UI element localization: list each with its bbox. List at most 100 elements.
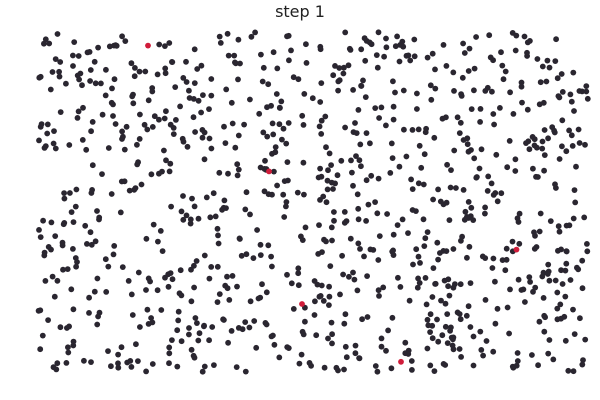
particle-point bbox=[358, 46, 365, 53]
particle-point bbox=[170, 131, 177, 138]
particle-point bbox=[532, 232, 538, 239]
particle-point bbox=[194, 66, 201, 72]
particle-point bbox=[575, 266, 582, 273]
particle-point bbox=[422, 129, 429, 136]
particle-point bbox=[362, 57, 369, 64]
particle-point bbox=[270, 131, 277, 138]
particle-point bbox=[258, 51, 264, 58]
particle-point bbox=[52, 233, 59, 240]
particle-point bbox=[201, 363, 208, 370]
particle-point bbox=[316, 293, 323, 300]
particle-point bbox=[372, 199, 378, 206]
particle-point bbox=[514, 350, 521, 356]
particle-point bbox=[552, 181, 558, 188]
particle-point bbox=[321, 236, 327, 243]
particle-point bbox=[374, 368, 381, 375]
particle-point bbox=[462, 208, 469, 215]
particle-point bbox=[235, 325, 242, 331]
particle-point bbox=[135, 358, 141, 364]
particle-point bbox=[167, 121, 174, 128]
particle-point bbox=[162, 65, 169, 72]
particle-point bbox=[177, 267, 184, 274]
particle-point bbox=[108, 363, 114, 370]
chart-title: step 1 bbox=[275, 2, 325, 21]
particle-point bbox=[260, 129, 267, 136]
particle-point bbox=[400, 43, 407, 50]
particle-point bbox=[327, 263, 334, 269]
particle-point bbox=[300, 122, 307, 128]
particle-point bbox=[256, 110, 263, 117]
particle-point bbox=[42, 278, 49, 284]
particle-point bbox=[378, 335, 385, 342]
particle-point bbox=[125, 278, 132, 284]
particle-point bbox=[456, 130, 463, 137]
particle-point bbox=[357, 141, 364, 148]
particle-point bbox=[450, 284, 457, 291]
particle-point bbox=[571, 187, 578, 194]
particle-point bbox=[172, 84, 179, 90]
particle-point bbox=[350, 269, 356, 276]
particle-point bbox=[482, 210, 488, 217]
particle-point bbox=[183, 212, 190, 219]
particle-point bbox=[427, 362, 434, 369]
particle-point bbox=[537, 79, 544, 86]
particle-point bbox=[119, 33, 125, 40]
particle-point bbox=[478, 146, 485, 153]
particle-point bbox=[285, 32, 292, 39]
particle-point bbox=[45, 317, 51, 323]
particle-point bbox=[48, 219, 55, 226]
particle-point bbox=[137, 324, 143, 330]
particle-point bbox=[454, 114, 461, 121]
particle-point bbox=[519, 99, 525, 106]
particle-point bbox=[420, 216, 427, 223]
particle-point bbox=[77, 70, 84, 77]
particle-point bbox=[329, 331, 335, 338]
particle-point bbox=[188, 298, 195, 305]
particle-point bbox=[196, 330, 203, 337]
particle-point bbox=[584, 95, 591, 102]
particle-point bbox=[537, 210, 544, 217]
particle-point bbox=[173, 117, 179, 123]
particle-point bbox=[250, 255, 257, 261]
particle-point bbox=[545, 350, 552, 357]
particle-point bbox=[358, 163, 364, 170]
particle-point bbox=[435, 256, 441, 263]
particle-point bbox=[504, 164, 511, 171]
particle-point bbox=[559, 89, 566, 95]
particle-point bbox=[345, 62, 352, 69]
particle-point bbox=[65, 349, 72, 356]
particle-point bbox=[79, 82, 85, 89]
particle-point bbox=[130, 100, 137, 107]
particle-point bbox=[375, 287, 382, 294]
particle-point bbox=[541, 328, 548, 335]
particle-point bbox=[355, 107, 362, 113]
particle-point bbox=[415, 180, 422, 187]
particle-point bbox=[429, 50, 436, 57]
particle-point bbox=[499, 62, 506, 69]
particle-point bbox=[317, 99, 324, 105]
particle-point bbox=[157, 228, 164, 234]
particle-point bbox=[453, 185, 459, 191]
particle-point bbox=[448, 167, 454, 174]
particle-point bbox=[482, 297, 489, 303]
particle-point bbox=[87, 229, 94, 236]
particle-point bbox=[174, 327, 181, 334]
particle-point bbox=[337, 291, 343, 298]
particle-point bbox=[464, 214, 470, 220]
particle-point bbox=[450, 246, 457, 252]
particle-point bbox=[201, 156, 208, 163]
particle-point bbox=[477, 328, 484, 335]
particle-point bbox=[363, 218, 369, 224]
particle-point bbox=[65, 344, 71, 351]
particle-point bbox=[503, 256, 510, 263]
particle-point bbox=[576, 140, 583, 146]
particle-point bbox=[408, 176, 414, 183]
particle-point bbox=[61, 190, 67, 197]
particle-point bbox=[507, 89, 513, 96]
particle-point bbox=[174, 363, 181, 370]
particle-point bbox=[465, 68, 472, 74]
particle-point bbox=[136, 68, 143, 75]
particle-point bbox=[376, 293, 382, 299]
particle-point bbox=[237, 60, 243, 67]
particle-point bbox=[106, 43, 113, 50]
